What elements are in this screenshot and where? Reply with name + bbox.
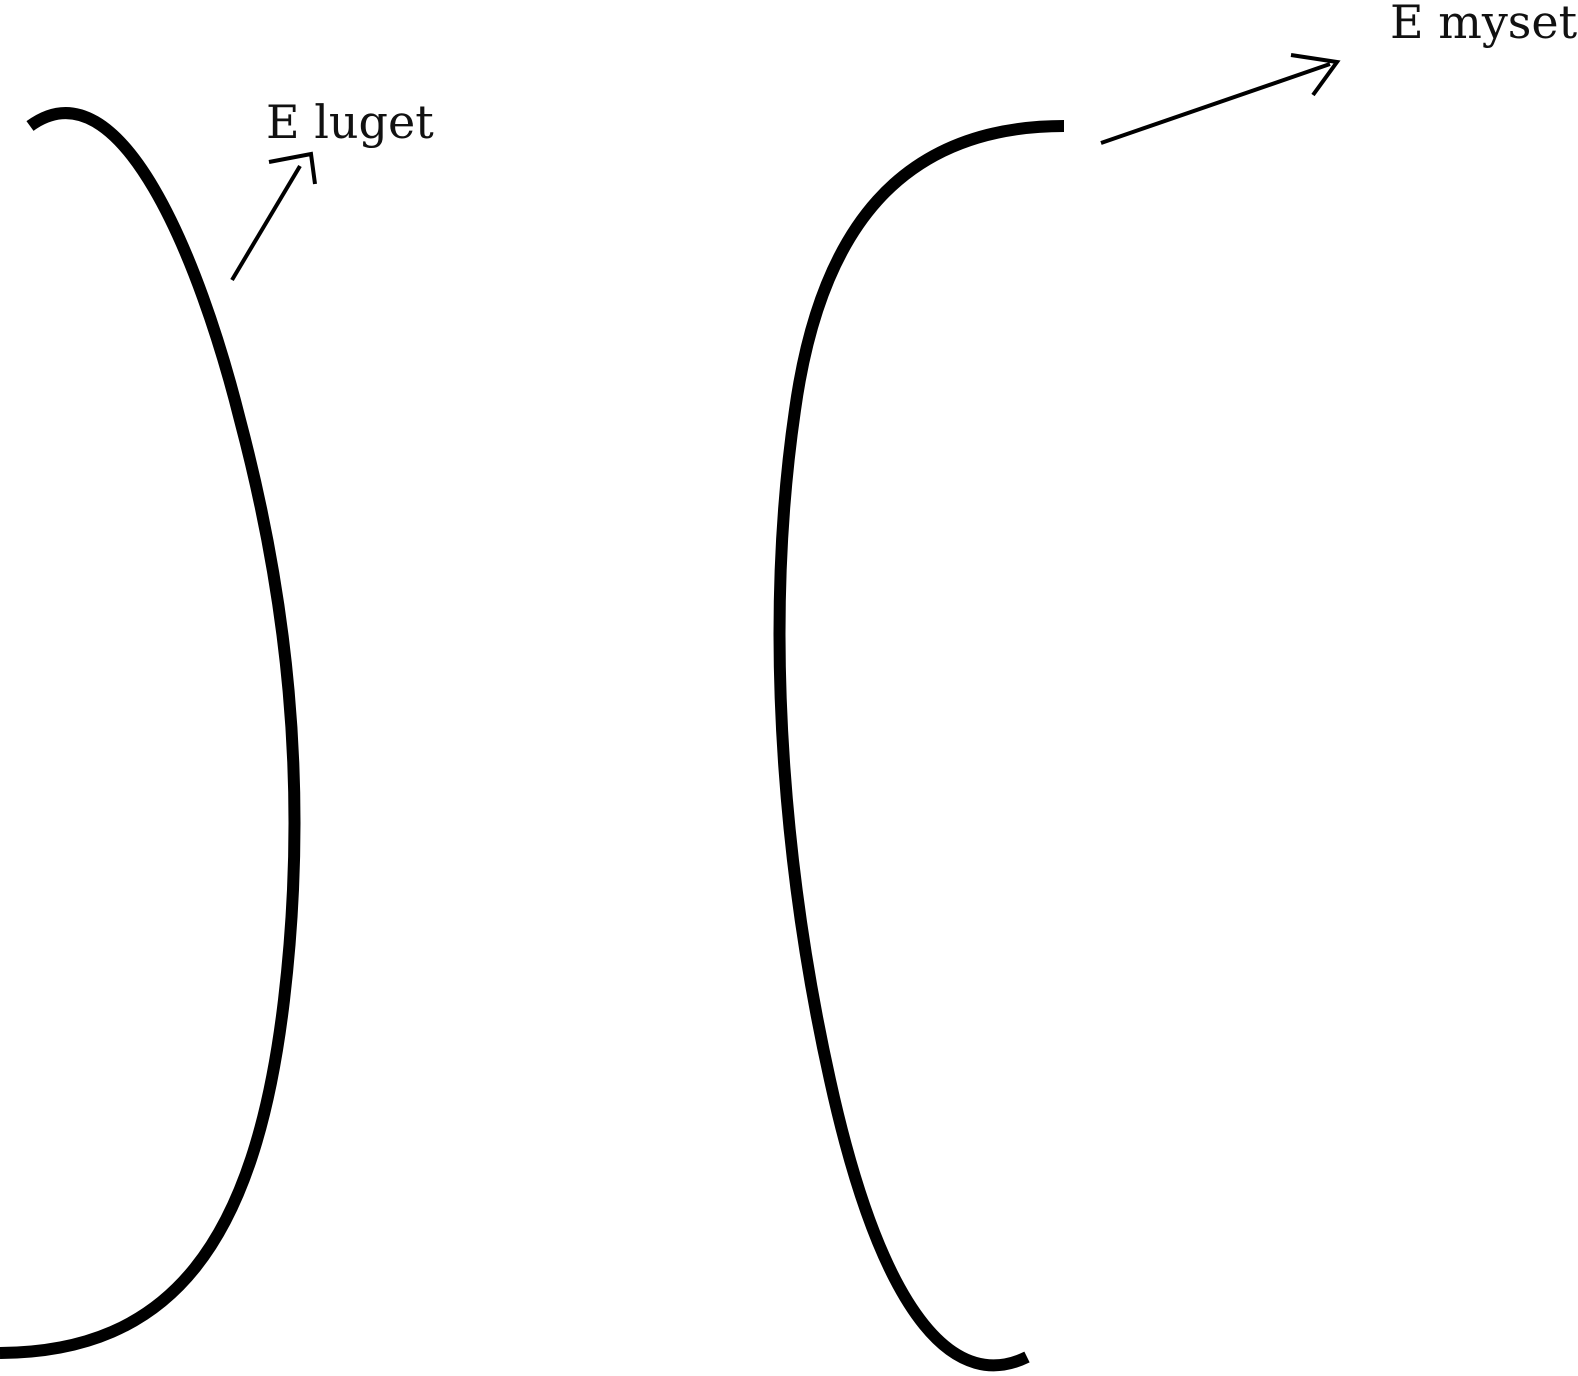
label-e-luget: E luget — [266, 95, 434, 149]
left-arrow-shaft — [230, 164, 302, 282]
left-curve — [0, 107, 301, 1359]
left-arrow-head — [268, 151, 317, 185]
right-arrow-shaft — [1100, 62, 1331, 145]
right-curve — [773, 120, 1065, 1372]
label-e-myset: E myset — [1390, 0, 1578, 49]
right-arrow — [1100, 53, 1341, 145]
left-arrow — [230, 151, 317, 282]
right-arrow-head — [1290, 53, 1341, 97]
